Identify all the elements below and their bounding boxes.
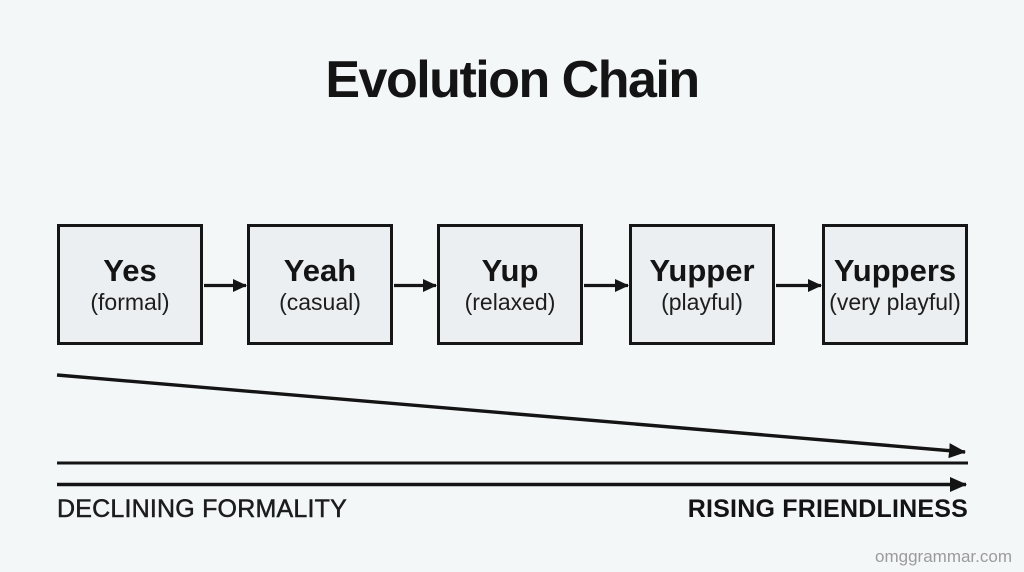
declining-formality-arrow-icon: [56, 373, 966, 459]
stage-box-yes: Yes (formal): [57, 224, 203, 345]
rising-friendliness-label: RISING FRIENDLINESS: [687, 495, 968, 523]
stage-tone: (playful): [661, 289, 743, 316]
page-title: Evolution Chain: [325, 51, 700, 109]
watermark: omggrammar.com: [875, 547, 1012, 566]
stage-word: Yuppers: [833, 253, 957, 289]
stage-tone: (relaxed): [464, 289, 556, 316]
stage-box-yup: Yup (relaxed): [437, 224, 583, 345]
stage-box-yupper: Yupper (playful): [629, 224, 775, 345]
stage-word: Yeah: [283, 253, 357, 289]
stage-word: Yup: [481, 253, 539, 289]
stage-word: Yupper: [649, 253, 755, 289]
stage-tone: (casual): [279, 289, 361, 316]
stage-box-yuppers: Yuppers (very playful): [822, 224, 968, 345]
stage-word: Yes: [103, 253, 157, 289]
stage-tone: (formal): [90, 289, 170, 316]
declining-formality-label: DECLINING FORMALITY: [57, 495, 347, 524]
stage-tone: (very playful): [829, 289, 961, 316]
stage-box-yeah: Yeah (casual): [247, 224, 393, 345]
